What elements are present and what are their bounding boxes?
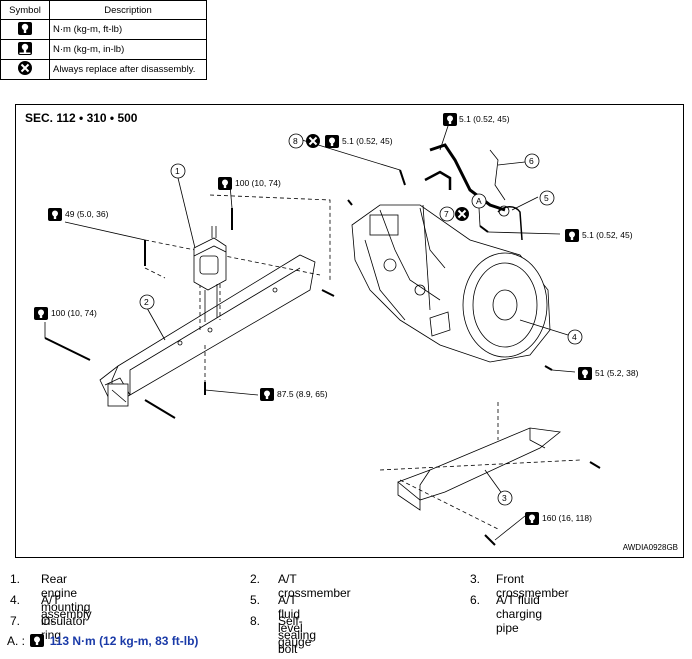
marker-label: 8 <box>293 136 298 146</box>
torque-wrench-icon <box>443 113 457 126</box>
torque-wrench-icon <box>48 208 62 221</box>
part-number: 6. <box>470 593 481 607</box>
part-name: A/T fluid charging pipe <box>496 593 543 635</box>
legend-row: N·m (kg-m, ft-lb) <box>0 19 207 40</box>
marker-8 <box>288 133 304 149</box>
marker-label: 4 <box>572 332 577 342</box>
part-number: 4. <box>10 593 21 607</box>
torque-wrench-icon <box>525 512 539 525</box>
marker-label: 3 <box>502 493 507 503</box>
marker-A <box>471 193 487 209</box>
part-number: 2. <box>250 572 261 586</box>
marker-7 <box>439 206 455 222</box>
symbol-legend-table: Symbol Description N·m (kg-m, ft-lb) N·m… <box>0 0 207 80</box>
marker-label: 7 <box>444 209 449 219</box>
fluid-charging-pipe <box>429 143 506 212</box>
fluid-level-gauge <box>497 206 523 241</box>
torque-note: A. : 113 N·m (12 kg-m, 83 ft-lb) <box>7 634 198 648</box>
torque-callout: 5.1 (0.52, 45) <box>342 136 393 146</box>
always-replace-icon <box>454 206 470 222</box>
front-crossmember <box>397 427 561 501</box>
marker-5 <box>539 190 555 206</box>
part-name: Self-sealing bolt <box>278 614 317 656</box>
figure-code: AWDIA0928GB <box>622 543 678 552</box>
always-replace-icon <box>305 133 321 149</box>
torque-callout: 5.1 (0.52, 45) <box>459 114 510 124</box>
marker-6 <box>524 153 540 169</box>
marker-1 <box>170 163 186 179</box>
marker-2 <box>139 294 155 310</box>
torque-callout: 100 (10, 74) <box>235 178 281 188</box>
part-number: 7. <box>10 614 21 628</box>
torque-wrench-icon <box>30 634 45 647</box>
torque-wrench-icon <box>578 367 592 380</box>
part-number: 8. <box>250 614 261 628</box>
torque-callout: 100 (10, 74) <box>51 308 97 318</box>
torque-wrench-icon <box>34 307 48 320</box>
part-number: 5. <box>250 593 261 607</box>
torque-callout: 5.1 (0.52, 45) <box>582 230 633 240</box>
part-name: A/T crossmember <box>278 572 351 600</box>
torque-wrench-icon <box>18 21 32 35</box>
marker-label: 5 <box>544 193 549 203</box>
torque-callout: 49 (5.0, 36) <box>65 209 109 219</box>
marker-4 <box>567 329 583 345</box>
rear-engine-mounting-insulator <box>193 237 227 291</box>
torque-callout: 160 (16, 118) <box>542 513 592 523</box>
diagram-frame <box>15 104 684 558</box>
section-title: SEC. 112 • 310 • 500 <box>25 111 138 125</box>
legend-row-text: Always replace after disassembly. <box>49 59 207 80</box>
part-name: A/T fluid level gauge <box>278 593 312 649</box>
marker-label: A <box>476 196 482 206</box>
torque-wrench-icon <box>218 177 232 190</box>
marker-3 <box>497 490 513 506</box>
part-name: A/T assembly <box>41 593 92 621</box>
note-text: 113 N·m (12 kg-m, 83 ft-lb) <box>49 634 199 648</box>
legend-header-row: Symbol Description <box>0 0 207 20</box>
legend-row: Always replace after disassembly. <box>0 59 207 80</box>
part-name: Front crossmember <box>496 572 569 600</box>
torque-wrench-icon <box>565 229 579 242</box>
marker-label: 2 <box>144 297 149 307</box>
marker-label: 6 <box>529 156 534 166</box>
torque-wrench-icon <box>325 135 339 148</box>
torque-wrench-icon <box>260 388 274 401</box>
exploded-view-diagram <box>34 113 601 546</box>
part-name: O-ring <box>41 614 62 642</box>
part-number: 3. <box>470 572 481 586</box>
marker-label: 1 <box>175 166 180 176</box>
always-replace-icon <box>18 61 32 75</box>
torque-wrench-inlb-icon <box>18 41 32 55</box>
torque-callout: 87.5 (8.9, 65) <box>277 389 328 399</box>
note-prefix: A. : <box>7 634 26 648</box>
part-number: 1. <box>10 572 21 586</box>
part-name: Rear engine mounting insulator <box>41 572 91 628</box>
torque-callout: 51 (5.2, 38) <box>595 368 639 378</box>
